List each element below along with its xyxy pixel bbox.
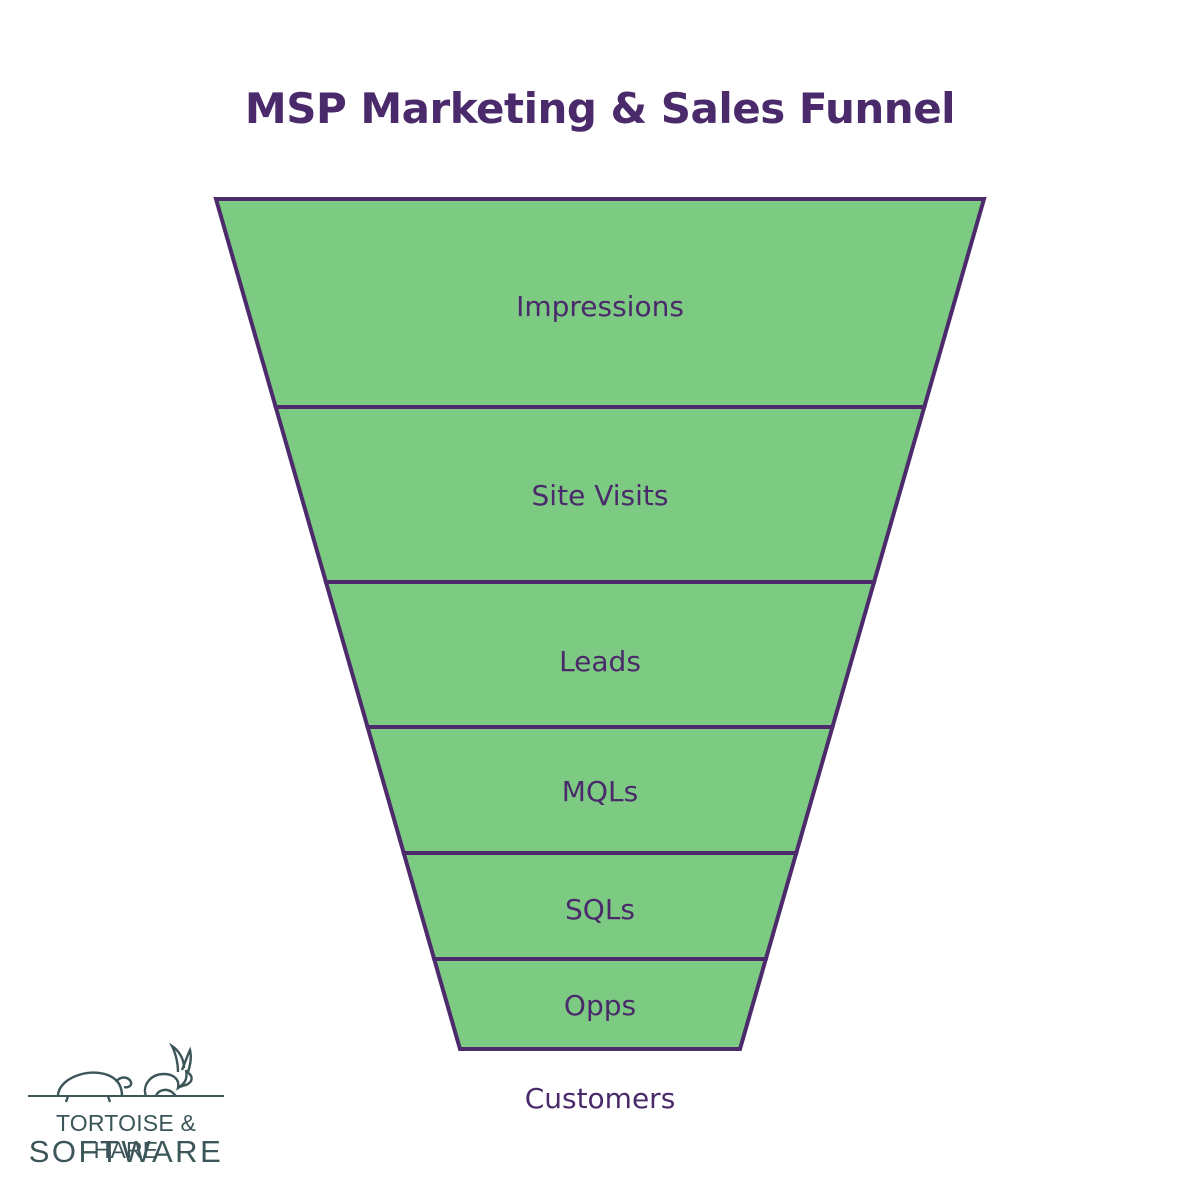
tortoise-hare-logo: TORTOISE & HARE SOFTWARE	[28, 1040, 228, 1175]
funnel-stage-label: Site Visits	[532, 479, 669, 512]
logo-company-name: TORTOISE & HARE	[55, 1110, 197, 1163]
funnel-stage-label: SQLs	[565, 893, 635, 926]
hare-icon	[143, 1042, 193, 1097]
funnel-stage-label: Opps	[564, 989, 636, 1022]
page-title: MSP Marketing & Sales Funnel	[244, 84, 956, 133]
funnel-stage-label: MQLs	[562, 775, 638, 808]
logo-software-word: SOFTWARE	[28, 1134, 224, 1169]
logo-graphic	[28, 1042, 224, 1103]
customers-label: Customers	[524, 1082, 676, 1115]
funnel-stage-label: Leads	[559, 645, 641, 678]
funnel-stage-opps	[431, 957, 769, 1051]
tortoise-icon	[56, 1071, 133, 1103]
funnel-stage-label: Impressions	[516, 290, 684, 323]
